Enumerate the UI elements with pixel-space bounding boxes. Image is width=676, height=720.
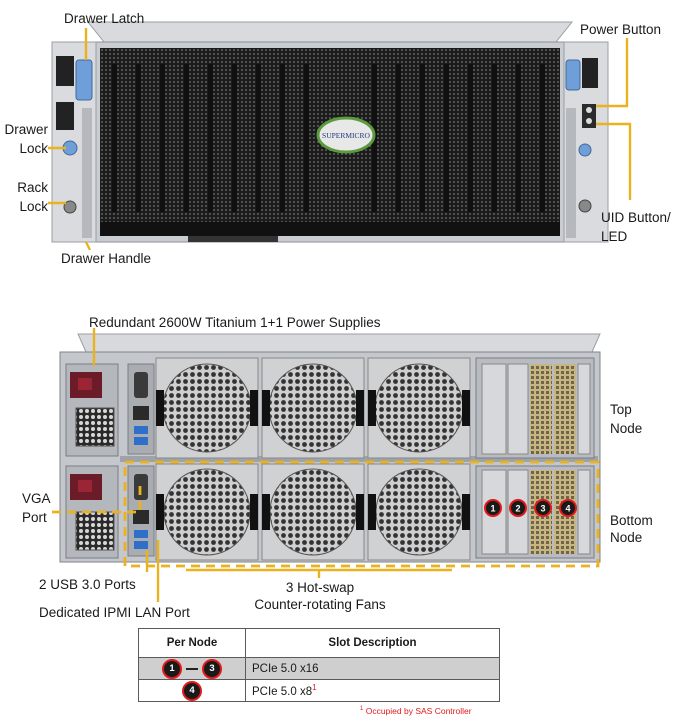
ipmi-port-label: Dedicated IPMI LAN Port [39, 605, 190, 620]
slot-1-label: 1 [490, 504, 495, 514]
col-per-node: Per Node [138, 628, 246, 658]
drawer-latch-label: Drawer Latch [64, 11, 145, 26]
slot-badge: 4 [182, 680, 202, 701]
front-chassis [51, 21, 609, 243]
drawer-handle-label: Drawer Handle [61, 251, 152, 266]
slot-2-label: 2 [515, 504, 520, 514]
footnote-mark: 1 [312, 683, 317, 693]
slot-badge: 1 [162, 658, 182, 679]
bottom-node-label: Bottom Node [610, 513, 653, 545]
slot-4-label: 4 [565, 504, 570, 514]
rear-chassis [59, 333, 601, 563]
col-slot-description: Slot Description [245, 628, 500, 658]
range-dash [186, 667, 198, 670]
slot-description-cell: PCIe 5.0 x81 [245, 679, 500, 702]
drawer-lock-label: Drawer Lock [4, 122, 48, 156]
slot-cell: 4 [138, 679, 246, 702]
uid-button-label: UID Button/ LED [601, 210, 671, 244]
slot-3-marker [534, 499, 552, 517]
slot-markers [484, 499, 577, 517]
table-row: 4 PCIe 5.0 x81 [138, 679, 500, 702]
power-button-label: Power Button [580, 22, 662, 37]
slot-2-marker [509, 499, 527, 517]
slot-3-label: 3 [540, 504, 545, 514]
logo-text: SUPERMICRO [322, 131, 371, 140]
rear-callouts [52, 328, 452, 602]
vga-port-label: VGA Port [22, 491, 51, 525]
power-supplies-label: Redundant 2600W Titanium 1+1 Power Suppl… [89, 315, 381, 330]
slot-badge: 3 [202, 658, 222, 679]
front-callouts [48, 28, 632, 251]
footnote-number: 1 [360, 706, 364, 713]
fans-label: 3 Hot-swap Counter-rotating Fans [254, 580, 386, 612]
top-node-label: Top Node [610, 402, 643, 436]
rack-lock-label: Rack Lock [17, 180, 48, 214]
footnote-text: Occupied by SAS Controller [365, 706, 472, 716]
slot-1-marker [484, 499, 502, 517]
bottom-node-outline [123, 460, 600, 568]
slot-description-cell: PCIe 5.0 x16 [245, 657, 500, 680]
footnote: 1 Occupied by SAS Controller [360, 706, 472, 716]
slot-4-marker [559, 499, 577, 517]
usb-ports-label: 2 USB 3.0 Ports [39, 577, 136, 592]
slot-description-text: PCIe 5.0 x8 [252, 685, 313, 698]
